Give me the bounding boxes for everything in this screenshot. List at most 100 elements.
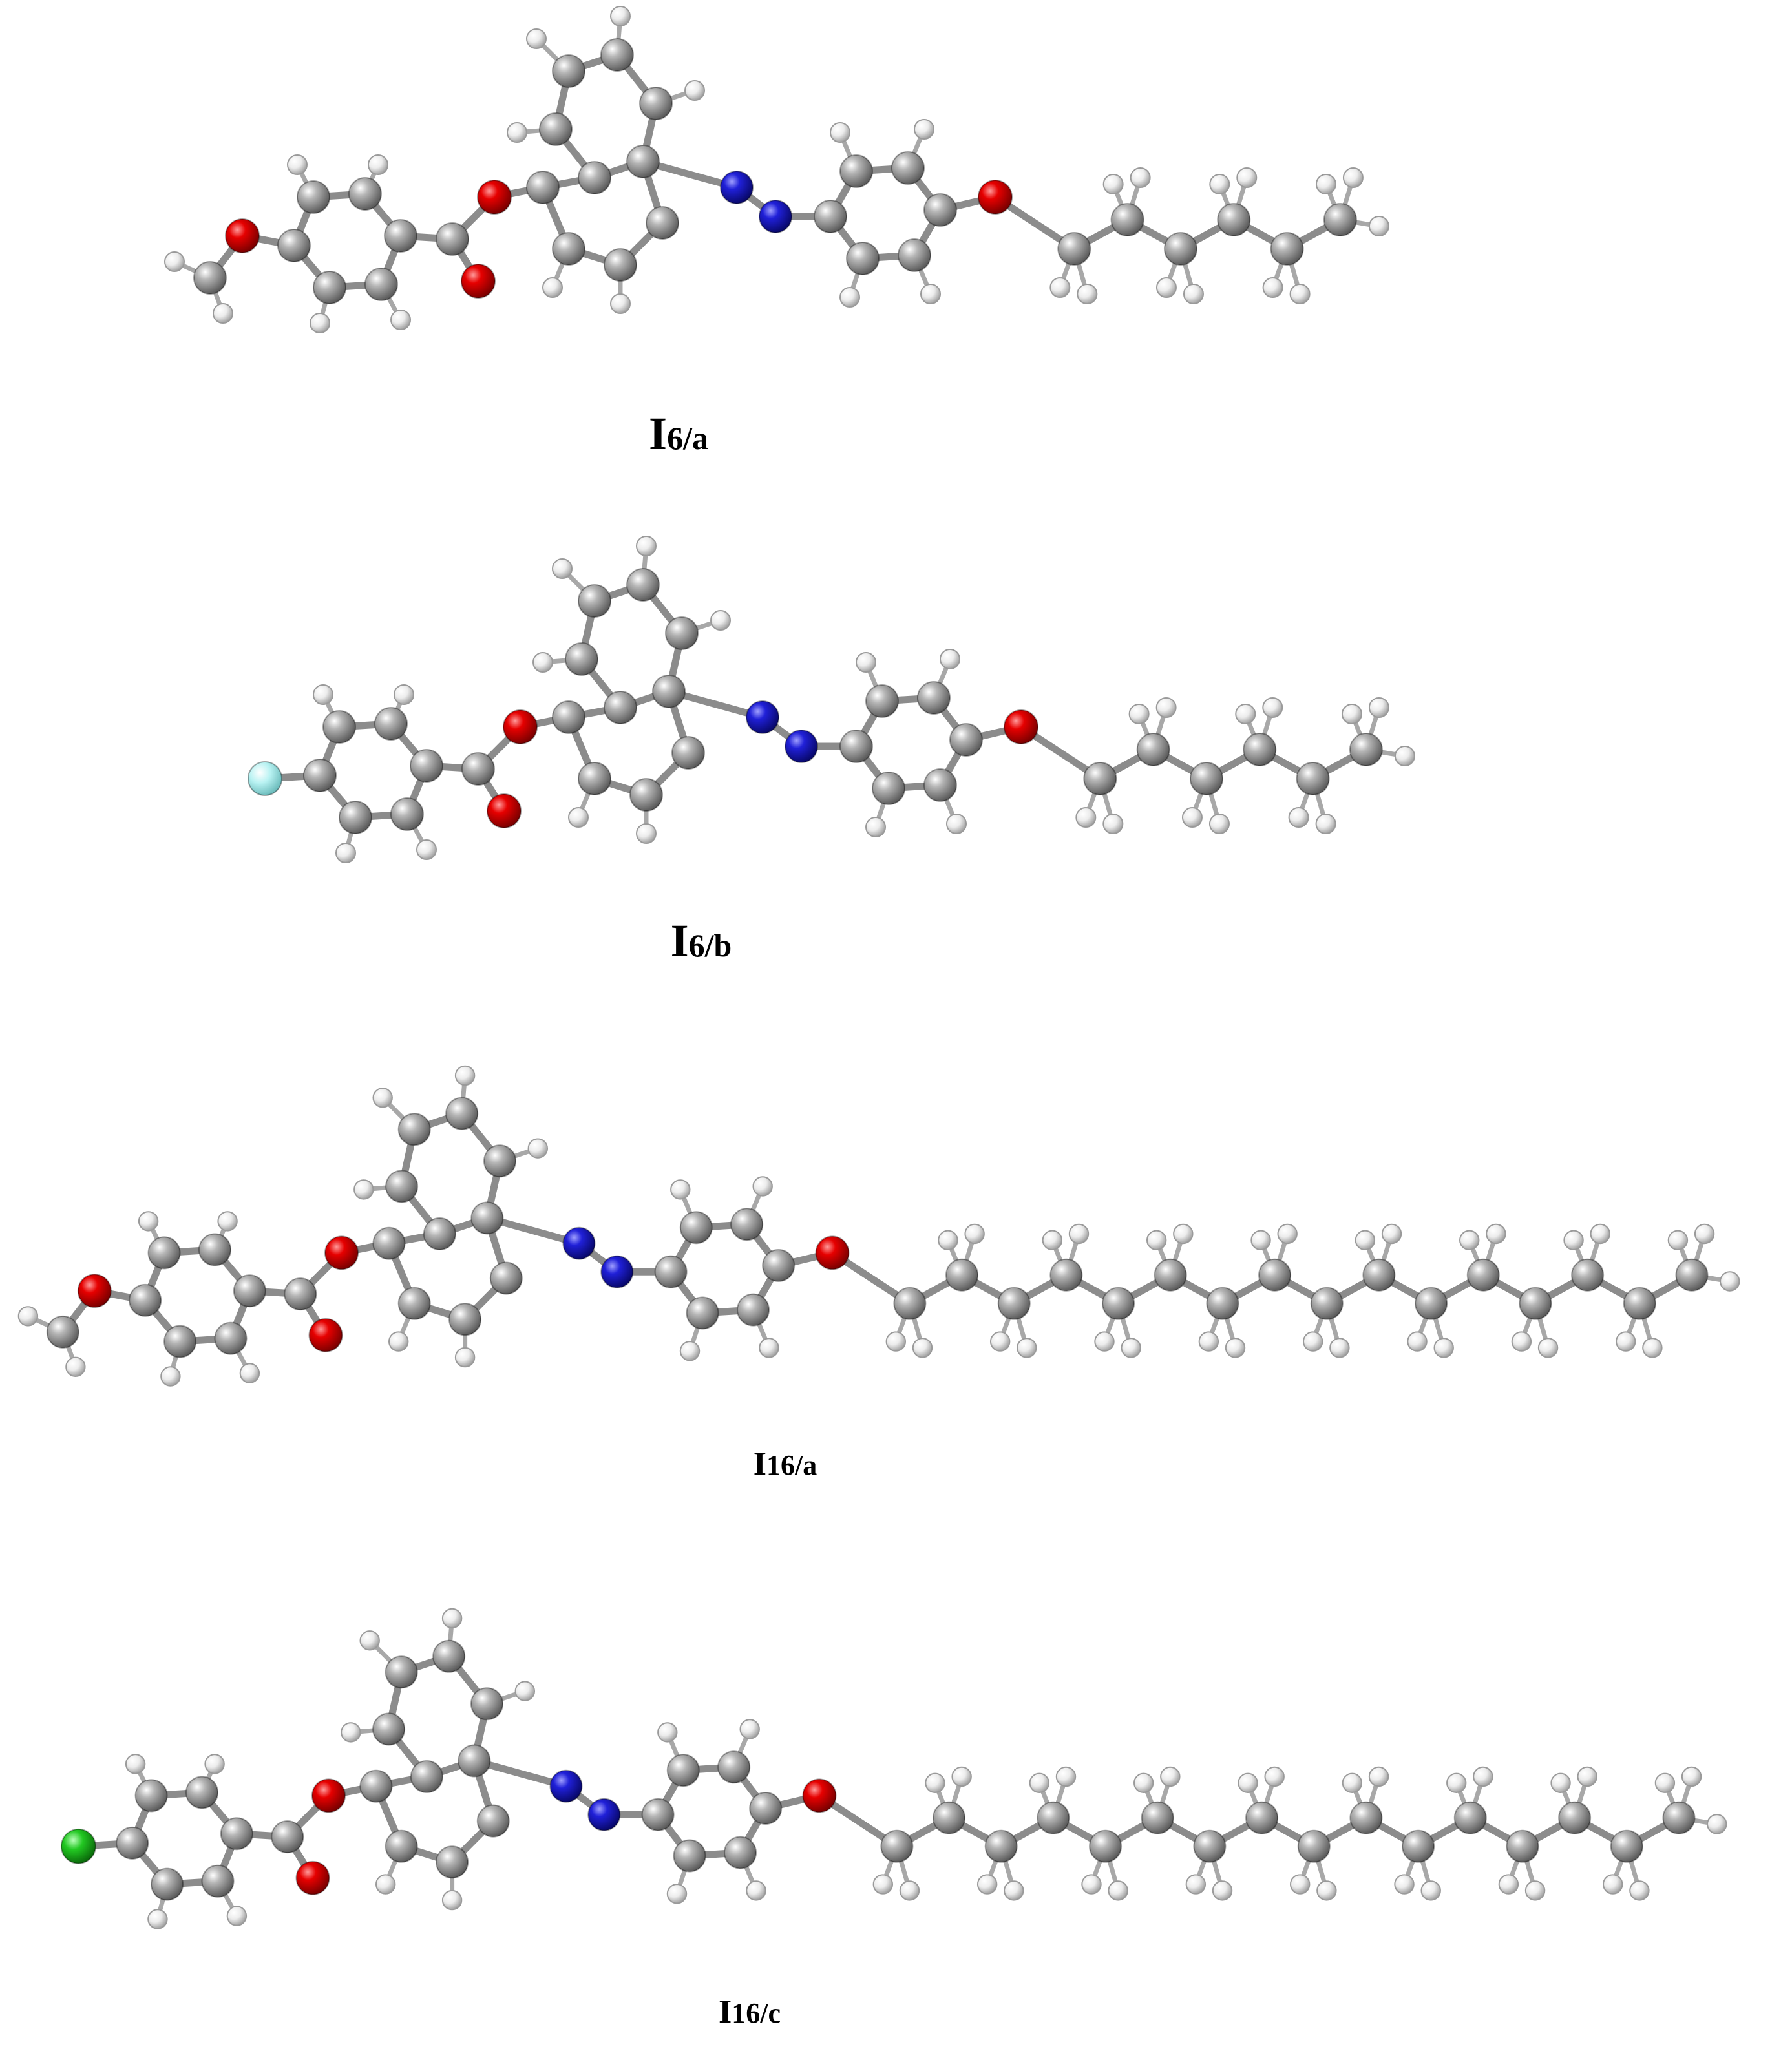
carbon-atom	[717, 1750, 751, 1784]
hydrogen-atom	[1288, 807, 1309, 828]
hydrogen-atom	[160, 1366, 181, 1387]
nitrogen-atom	[587, 1798, 621, 1831]
hydrogen-atom	[239, 1363, 260, 1383]
hydrogen-atom	[1342, 1772, 1363, 1794]
hydrogen-atom	[1315, 814, 1336, 834]
carbon-atom	[578, 584, 611, 618]
hydrogen-atom	[138, 1211, 159, 1232]
bond	[470, 1757, 570, 1790]
hydrogen-atom	[1420, 1880, 1441, 1901]
oxygen-atom	[77, 1274, 112, 1308]
carbon-atom	[880, 1829, 914, 1863]
carbon-atom	[1049, 1258, 1083, 1292]
hydrogen-atom	[865, 817, 886, 837]
hydrogen-atom	[710, 610, 731, 631]
carbon-atom	[1402, 1829, 1435, 1863]
hydrogen-atom	[1108, 1880, 1128, 1901]
hydrogen-atom	[1155, 277, 1177, 298]
carbon-atom	[923, 193, 957, 227]
carbon-atom	[461, 752, 495, 786]
hydrogen-atom	[441, 1889, 463, 1911]
carbon-atom	[814, 200, 847, 233]
carbon-atom	[1662, 1801, 1696, 1834]
oxygen-atom	[815, 1235, 850, 1270]
hydrogen-atom	[1173, 1223, 1194, 1245]
carbon-atom	[458, 1744, 491, 1778]
hydrogen-atom	[1250, 1230, 1271, 1251]
hydrogen-atom	[1181, 807, 1203, 828]
carbon-atom	[1296, 762, 1330, 795]
hydrogen-atom	[1394, 746, 1415, 766]
molecule-structure-2	[248, 536, 1415, 863]
hydrogen-atom	[657, 1722, 678, 1743]
carbon-atom	[214, 1321, 248, 1355]
carbon-atom	[1089, 1829, 1123, 1863]
carbon-atom	[339, 801, 372, 834]
carbon-atom	[917, 681, 951, 715]
hydrogen-atom	[359, 1630, 380, 1651]
carbon-atom	[898, 238, 931, 272]
hydrogen-atom	[310, 313, 330, 333]
hydrogen-atom	[1094, 1331, 1115, 1352]
carbon-atom	[201, 1864, 235, 1898]
carbon-atom	[397, 1287, 431, 1320]
hydrogen-atom	[1102, 174, 1124, 194]
oxygen-atom	[324, 1235, 359, 1270]
carbon-atom	[303, 759, 337, 792]
hydrogen-atom	[164, 251, 185, 272]
carbon-atom	[552, 232, 585, 266]
hydrogen-atom	[1004, 1880, 1024, 1901]
carbon-atom	[390, 797, 424, 831]
carbon-atom	[604, 691, 637, 724]
hydrogen-atom	[1707, 1814, 1727, 1834]
carbon-atom	[436, 1845, 469, 1879]
hydrogen-atom	[147, 1909, 168, 1929]
bond	[483, 1214, 583, 1247]
hydrogen-atom	[976, 1874, 998, 1895]
hydrogen-atom	[287, 154, 308, 175]
hydrogen-atom	[1146, 1230, 1167, 1251]
hydrogen-atom	[1081, 1874, 1102, 1895]
hydrogen-atom	[454, 1347, 476, 1368]
hydrogen-atom	[925, 1772, 945, 1794]
hydrogen-atom	[912, 1338, 933, 1358]
carbon-atom	[116, 1826, 149, 1860]
structure-label-2: I6/b	[671, 915, 732, 967]
carbon-atom	[1453, 1801, 1487, 1834]
carbon-atom	[1154, 1258, 1187, 1292]
hydrogen-atom	[1537, 1338, 1559, 1358]
hydrogen-atom	[1459, 1230, 1480, 1251]
hydrogen-atom	[441, 1608, 463, 1629]
nitrogen-atom	[562, 1226, 596, 1260]
hydrogen-atom	[1068, 1223, 1090, 1245]
carbon-atom	[984, 1829, 1018, 1863]
hydrogen-atom	[1077, 284, 1098, 304]
carbon-atom	[385, 1655, 418, 1689]
hydrogen-atom	[454, 1065, 476, 1086]
oxygen-atom	[978, 180, 1013, 215]
hydrogen-atom	[1616, 1331, 1636, 1352]
carbon-atom	[1083, 762, 1117, 795]
carbon-atom	[372, 1712, 406, 1746]
hydrogen-atom	[532, 652, 553, 673]
carbon-atom	[891, 151, 925, 185]
hydrogen-atom	[1029, 1772, 1050, 1794]
carbon-atom	[220, 1817, 253, 1851]
carbon-atom	[1349, 733, 1383, 766]
hydrogen-atom	[1642, 1338, 1663, 1358]
hydrogen-atom	[1550, 1772, 1571, 1794]
hydrogen-atom	[1329, 1338, 1350, 1358]
hydrogen-atom	[1160, 1766, 1181, 1787]
carbon-atom	[1193, 1829, 1227, 1863]
carbon-atom	[654, 1255, 688, 1288]
carbon-atom	[578, 161, 611, 194]
carbon-atom	[762, 1249, 796, 1282]
carbon-atom	[552, 700, 585, 734]
carbon-atom	[163, 1325, 197, 1358]
carbon-atom	[271, 1820, 304, 1854]
hydrogen-atom	[1130, 167, 1151, 188]
hydrogen-atom	[526, 28, 547, 49]
oxygen-atom	[1004, 709, 1038, 744]
carbon-atom	[284, 1277, 317, 1311]
